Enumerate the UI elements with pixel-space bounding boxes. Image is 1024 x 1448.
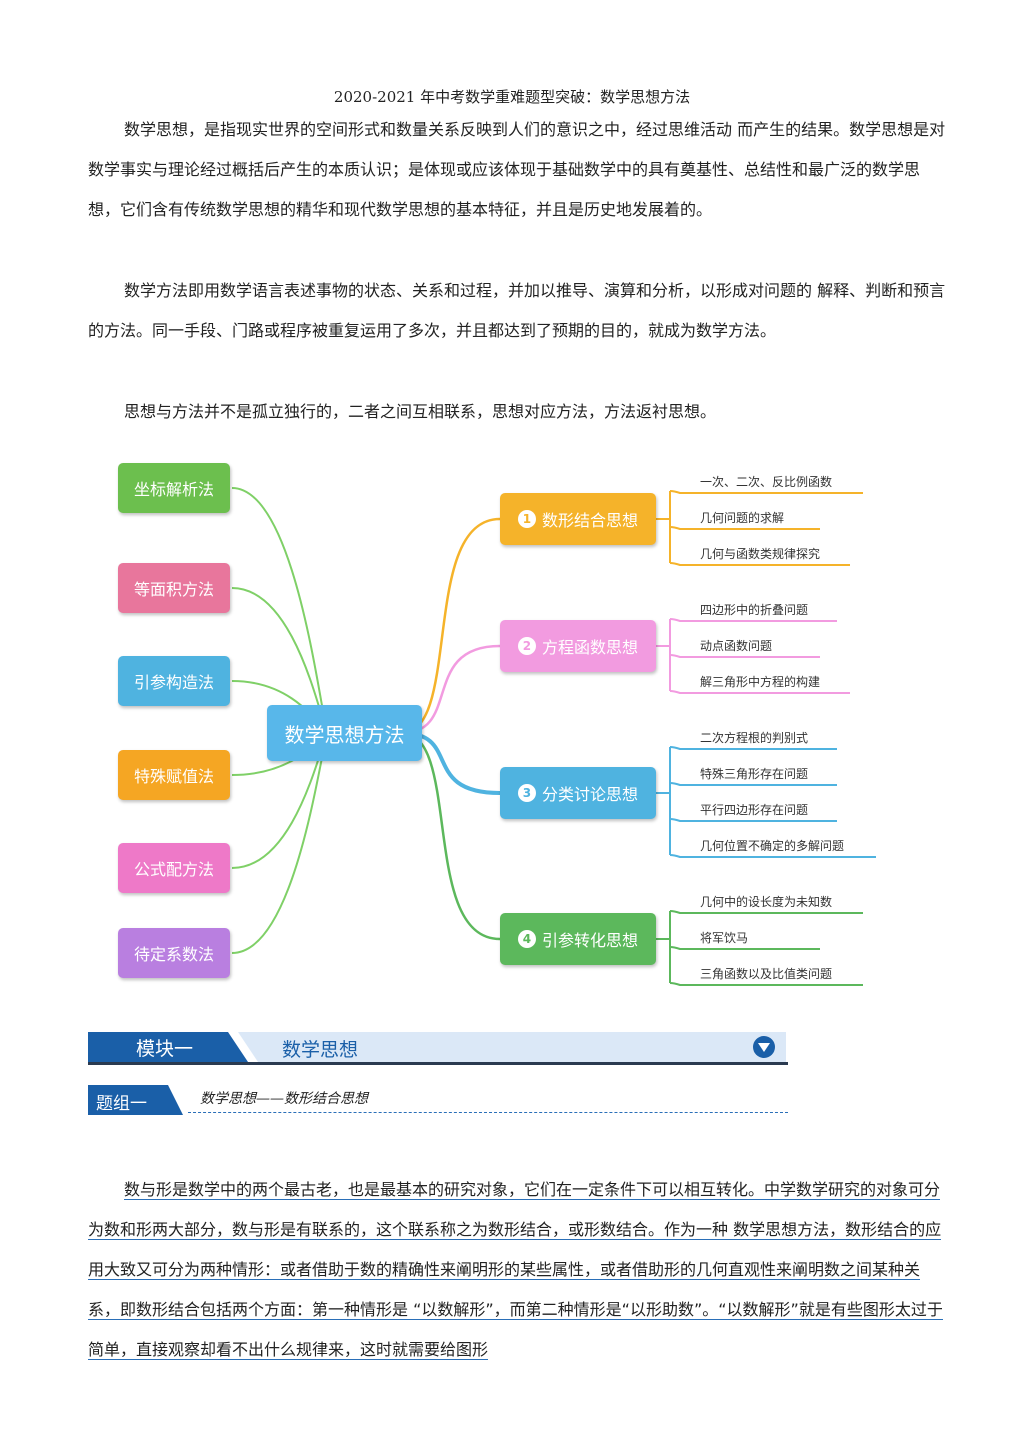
idea-label: 引参转化思想 [541, 931, 638, 950]
leaf-item: 解三角形中方程的构建 [700, 675, 821, 689]
leaf-underline [669, 654, 820, 658]
group-title: 数学思想——数形结合思想 [200, 1091, 368, 1107]
idea-connector [401, 517, 501, 735]
leaf-underline [669, 490, 863, 494]
idea-node: 1 数形结合思想 [500, 493, 656, 545]
leaf-item: 动点函数问题 [700, 639, 773, 653]
leaf-underline [669, 946, 820, 950]
leaf-underline [669, 818, 837, 822]
method-node: 等面积方法 [118, 563, 230, 613]
leaf-underline [669, 526, 820, 530]
idea-label: 方程函数思想 [541, 638, 638, 657]
paragraph-method: 数学方法即用数学语言表述事物的状态、关系和过程，并加以推导、演算和分析，以形成对… [88, 281, 946, 340]
module-bar: 模块一 数学思想 [88, 1032, 788, 1065]
leaf-item: 四边形中的折叠问题 [700, 603, 809, 617]
leaf-item: 几何问题的求解 [700, 511, 785, 525]
leaf-bracket [656, 911, 671, 983]
idea-node: 3 分类讨论思想 [500, 767, 656, 819]
module-label: 模块一 [136, 1038, 194, 1060]
idea-node: 4 引参转化思想 [500, 913, 656, 965]
method-node: 坐标解析法 [118, 463, 230, 513]
module-title: 数学思想 [282, 1039, 359, 1061]
method-node: 引参构造法 [118, 656, 230, 706]
idea-number-badge: 2 [517, 637, 536, 655]
leaf-item: 三角函数以及比值类问题 [700, 967, 833, 981]
leaf-bracket [656, 747, 671, 855]
collapse-icon[interactable] [753, 1036, 775, 1058]
leaf-item: 特殊三角形存在问题 [700, 767, 809, 781]
leaf-underline [669, 618, 837, 622]
leaf-underline [669, 982, 863, 986]
idea-number-badge: 3 [517, 784, 536, 802]
leaf-underline [669, 746, 837, 750]
leaf-item: 平行四边形存在问题 [700, 803, 809, 817]
method-node: 特殊赋值法 [118, 750, 230, 800]
idea-connector [401, 731, 501, 941]
leaf-item: 几何与函数类规律探究 [700, 547, 821, 561]
group-bar: 题组一 数学思想——数形结合思想 [88, 1085, 788, 1117]
idea-number-badge: 4 [517, 930, 536, 948]
idea-label: 分类讨论思想 [541, 785, 638, 804]
group-label: 题组一 [96, 1094, 147, 1114]
leaf-item: 一次、二次、反比例函数 [700, 475, 833, 489]
leaf-bracket [656, 491, 671, 563]
paragraph-shape-number: 数与形是数学中的两个最古老，也是最基本的研究对象，它们在一定条件下可以相互转化。… [88, 1180, 943, 1360]
leaf-item: 二次方程根的判别式 [700, 731, 809, 745]
center-node: 数学思想方法 [267, 705, 422, 761]
paragraph-thought: 数学思想，是指现实世界的空间形式和数量关系反映到人们的意识之中，经过思维活动 而… [88, 120, 946, 219]
leaf-item: 几何位置不确定的多解问题 [700, 839, 845, 853]
idea-number-badge: 1 [517, 510, 536, 528]
leaf-underline [669, 854, 876, 858]
idea-label: 数形结合思想 [541, 511, 638, 530]
leaf-item: 将军饮马 [700, 931, 749, 945]
page-title: 2020-2021 年中考数学重难题型突破：数学思想方法 [333, 88, 691, 106]
leaf-underline [669, 690, 850, 694]
leaf-bracket [656, 619, 671, 691]
idea-node: 2 方程函数思想 [500, 620, 656, 672]
method-node: 待定系数法 [118, 928, 230, 978]
leaf-underline [669, 562, 850, 566]
method-connector [231, 487, 328, 734]
method-node: 公式配方法 [118, 843, 230, 893]
paragraph-relation: 思想与方法并不是孤立独行的，二者之间互相联系，思想对应方法，方法返衬思想。 [124, 402, 717, 421]
leaf-underline [669, 782, 837, 786]
leaf-item: 几何中的设长度为未知数 [700, 895, 833, 909]
leaf-underline [669, 910, 863, 914]
